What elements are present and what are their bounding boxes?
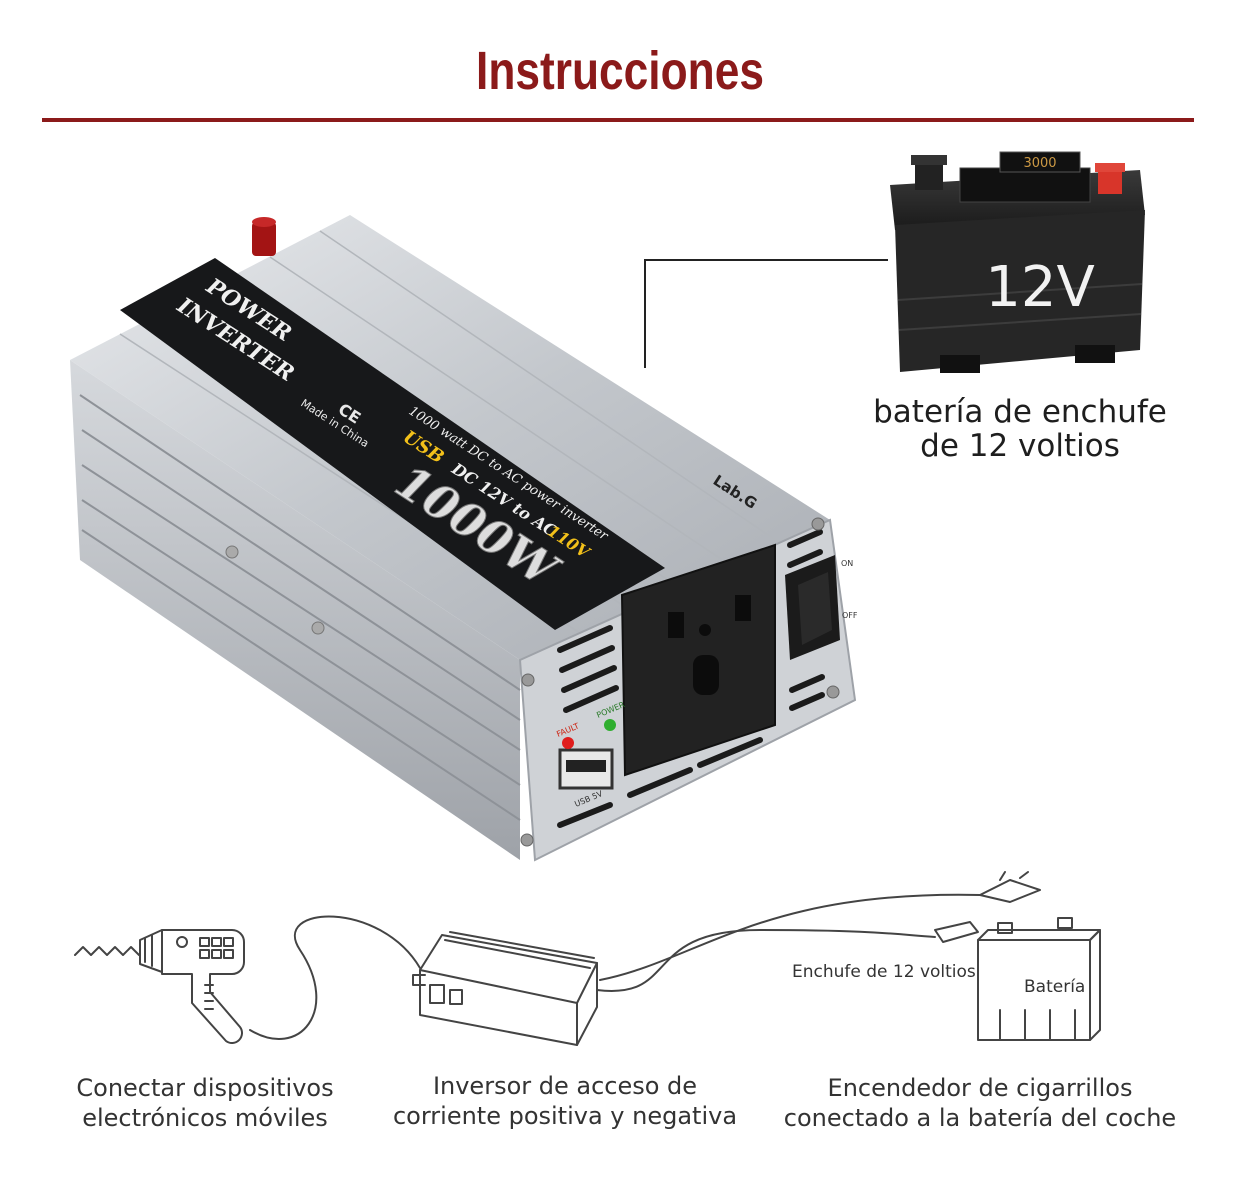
switch-off-label: OFF [842, 611, 858, 620]
caption-inverter-line2: corriente positiva y negativa [392, 1102, 738, 1130]
caption-lighter-line1: Encendedor de cigarrillos [827, 1074, 1133, 1102]
caption-devices-line1: Conectar dispositivos [76, 1074, 334, 1102]
title-divider [42, 118, 1194, 122]
switch-on-label: ON [841, 559, 853, 568]
battery-voltage-label: 12V [985, 255, 1095, 320]
caption-inverter: Inversor de acceso de corriente positiva… [390, 1071, 740, 1131]
caption-inverter-line1: Inversor de acceso de [432, 1072, 698, 1100]
caption-devices-line2: electrónicos móviles [82, 1104, 328, 1132]
inverter-image [70, 215, 857, 862]
diagram-label-enchufe: Enchufe de 12 voltios [792, 962, 976, 982]
battery-caption-line2: de 12 voltios [920, 428, 1120, 464]
caption-lighter-line2: conectado a la batería del coche [783, 1104, 1177, 1132]
connector-line [644, 259, 888, 368]
battery-caption-line1: batería de enchufe [873, 394, 1167, 430]
battery-caption: batería de enchufe de 12 voltios [840, 395, 1200, 463]
battery-image: 3000 [890, 151, 1145, 373]
page-title: Instrucciones [476, 41, 764, 101]
caption-lighter: Encendedor de cigarrillos conectado a la… [770, 1073, 1190, 1133]
svg-text:3000: 3000 [1023, 156, 1056, 171]
connection-diagram [74, 871, 1101, 1046]
diagram-label-bateria: Batería [1024, 977, 1086, 997]
caption-devices: Conectar dispositivos electrónicos móvil… [60, 1073, 350, 1133]
